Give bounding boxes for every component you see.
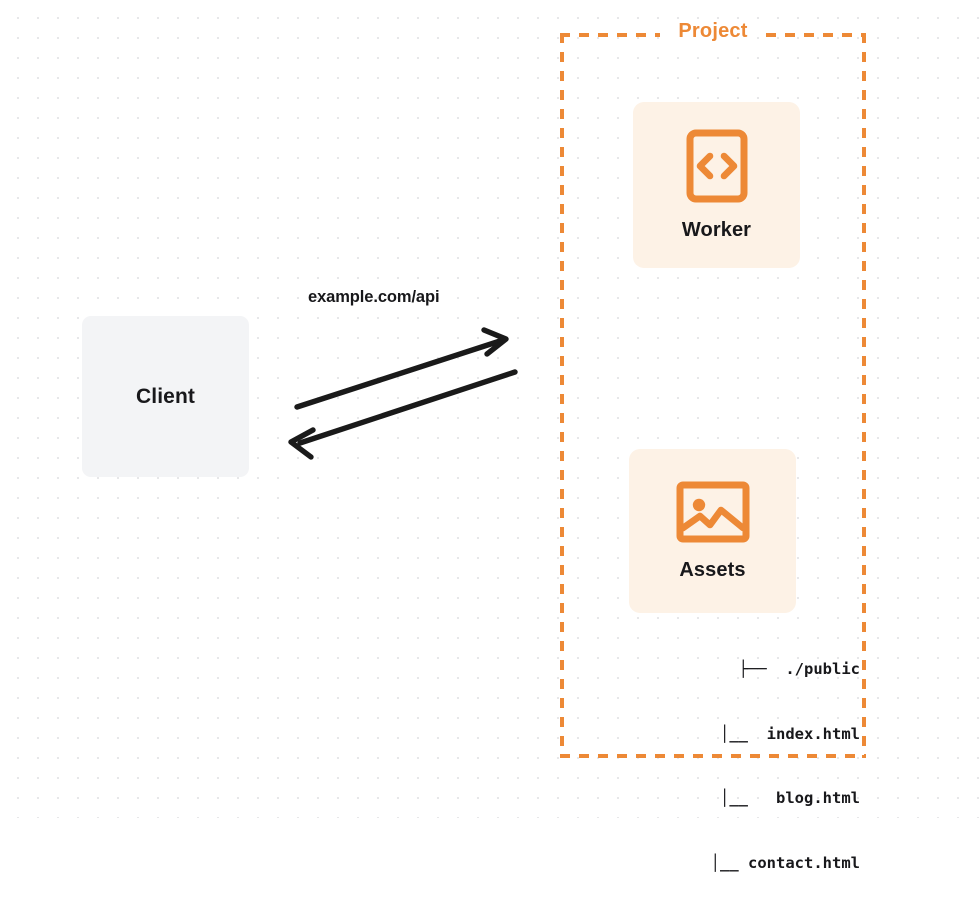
worker-node-label: Worker bbox=[681, 218, 752, 241]
diagram-canvas: Client example.com/api Project bbox=[0, 0, 980, 872]
project-title-text: Project bbox=[671, 20, 755, 42]
code-brackets-icon bbox=[686, 129, 748, 203]
assets-node-label: Assets bbox=[679, 558, 746, 581]
project-border-right bbox=[862, 33, 866, 758]
project-border-top-left bbox=[560, 33, 660, 37]
file-tree-line: │__ blog.html bbox=[692, 789, 860, 807]
project-border-bottom bbox=[560, 754, 866, 758]
client-node-label: Client bbox=[136, 384, 195, 408]
assets-file-tree: ├── ./public │__ index.html │__ blog.htm… bbox=[610, 616, 860, 917]
request-arrow bbox=[294, 327, 509, 410]
connection-url-label: example.com/api bbox=[308, 288, 440, 306]
assets-node[interactable]: Assets bbox=[629, 449, 796, 613]
file-tree-line: │__ index.html bbox=[692, 724, 860, 743]
client-node[interactable]: Client bbox=[82, 316, 249, 477]
project-container: Project Worker Assets bbox=[560, 20, 866, 872]
worker-node[interactable]: Worker bbox=[633, 102, 800, 268]
file-tree-line: ├── ./public bbox=[738, 660, 860, 678]
project-border-top-right bbox=[766, 33, 866, 37]
image-icon bbox=[676, 481, 750, 543]
response-arrow bbox=[288, 369, 518, 460]
project-title: Project bbox=[560, 20, 866, 43]
project-border-left bbox=[560, 33, 564, 758]
file-tree-line: │__ contact.html bbox=[682, 853, 860, 872]
